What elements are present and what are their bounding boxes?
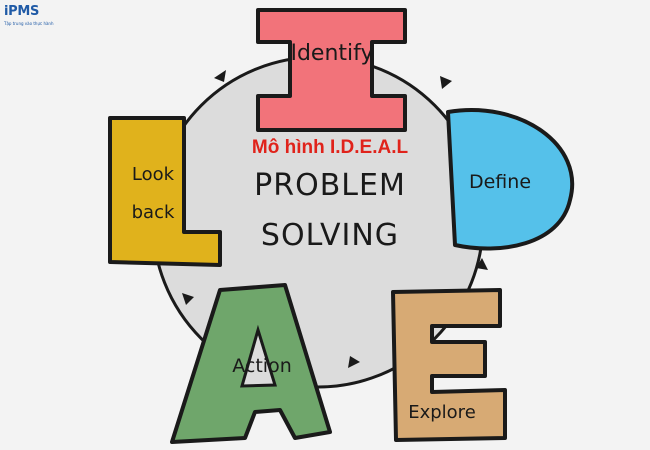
letter-d-shape <box>446 108 574 251</box>
letter-l-shape <box>108 116 222 267</box>
explore-label: Explore <box>408 402 476 423</box>
look-label: Look <box>132 164 175 185</box>
ipms-logo: iPMS Tập trung vào thực hành <box>4 4 64 30</box>
back-label: back <box>132 202 175 223</box>
logo-tagline: Tập trung vào thực hành <box>4 21 54 26</box>
cycle-arrows <box>182 70 488 368</box>
title-solving: SOLVING <box>261 218 399 253</box>
letter-a-counter <box>239 324 278 388</box>
arrow-icon <box>182 293 194 305</box>
letter-e-shape <box>391 288 507 442</box>
action-label: Action <box>232 355 292 377</box>
arrow-icon <box>214 70 226 82</box>
arrow-icon <box>348 356 360 368</box>
identify-label: Identify <box>290 41 373 66</box>
model-subtitle: Mô hình I.D.E.A.L <box>252 137 409 158</box>
arrow-icon <box>440 76 452 89</box>
arrow-icon <box>476 258 488 270</box>
logo-text: iPMS <box>4 4 40 19</box>
define-label: Define <box>469 171 531 193</box>
title-problem: PROBLEM <box>254 168 406 203</box>
letter-i-shape <box>256 8 407 132</box>
